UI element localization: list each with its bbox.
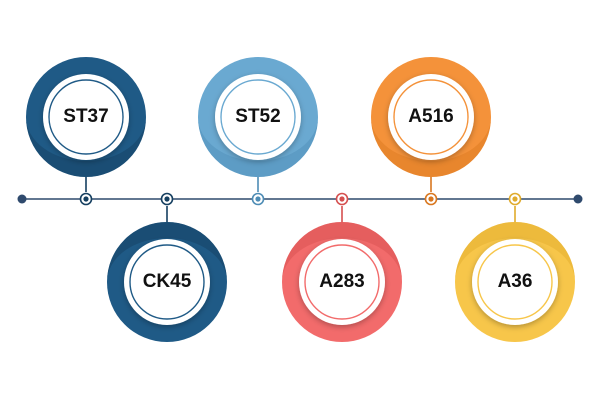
milestone-shade <box>107 222 227 282</box>
milestone-inner-circle <box>43 74 129 160</box>
milestone-node-st52 <box>198 57 318 206</box>
milestone-node-ck45 <box>107 192 227 342</box>
milestone-label-st37: ST37 <box>63 106 109 127</box>
milestone-ring <box>220 79 296 155</box>
milestone-label-a36: A36 <box>497 271 533 292</box>
milestone-inner-circle <box>472 239 558 325</box>
milestone-inner-circle <box>124 239 210 325</box>
milestone-marker-dot <box>83 196 89 202</box>
timeline-start-dot <box>17 194 27 204</box>
milestone-inner-circle <box>299 239 385 325</box>
milestone-ring <box>304 244 380 320</box>
milestone-label-a283: A283 <box>319 271 365 292</box>
milestone-marker-dot <box>164 196 170 202</box>
milestone-label-a516: A516 <box>408 106 454 127</box>
milestone-marker-dot <box>255 196 261 202</box>
milestone-shade <box>455 222 575 282</box>
milestone-inner-circle <box>215 74 301 160</box>
milestone-node-a516 <box>371 57 491 206</box>
milestone-ring <box>477 244 553 320</box>
milestone-marker-dot <box>339 196 345 202</box>
milestone-label-ck45: CK45 <box>142 271 192 292</box>
milestone-shade <box>282 222 402 282</box>
timeline-end-dot <box>573 194 583 204</box>
milestone-ring <box>48 79 124 155</box>
milestone-ring <box>129 244 205 320</box>
milestone-shade <box>371 117 491 177</box>
milestone-node-st37 <box>26 57 146 206</box>
milestone-node-a283 <box>282 192 402 342</box>
milestone-shade <box>198 117 318 177</box>
milestone-node-a36 <box>455 192 575 342</box>
milestone-shade <box>26 117 146 177</box>
milestone-marker-dot <box>512 196 518 202</box>
milestone-inner-circle <box>388 74 474 160</box>
milestone-label-st52: ST52 <box>235 106 281 127</box>
milestone-ring <box>393 79 469 155</box>
milestone-marker-dot <box>428 196 434 202</box>
